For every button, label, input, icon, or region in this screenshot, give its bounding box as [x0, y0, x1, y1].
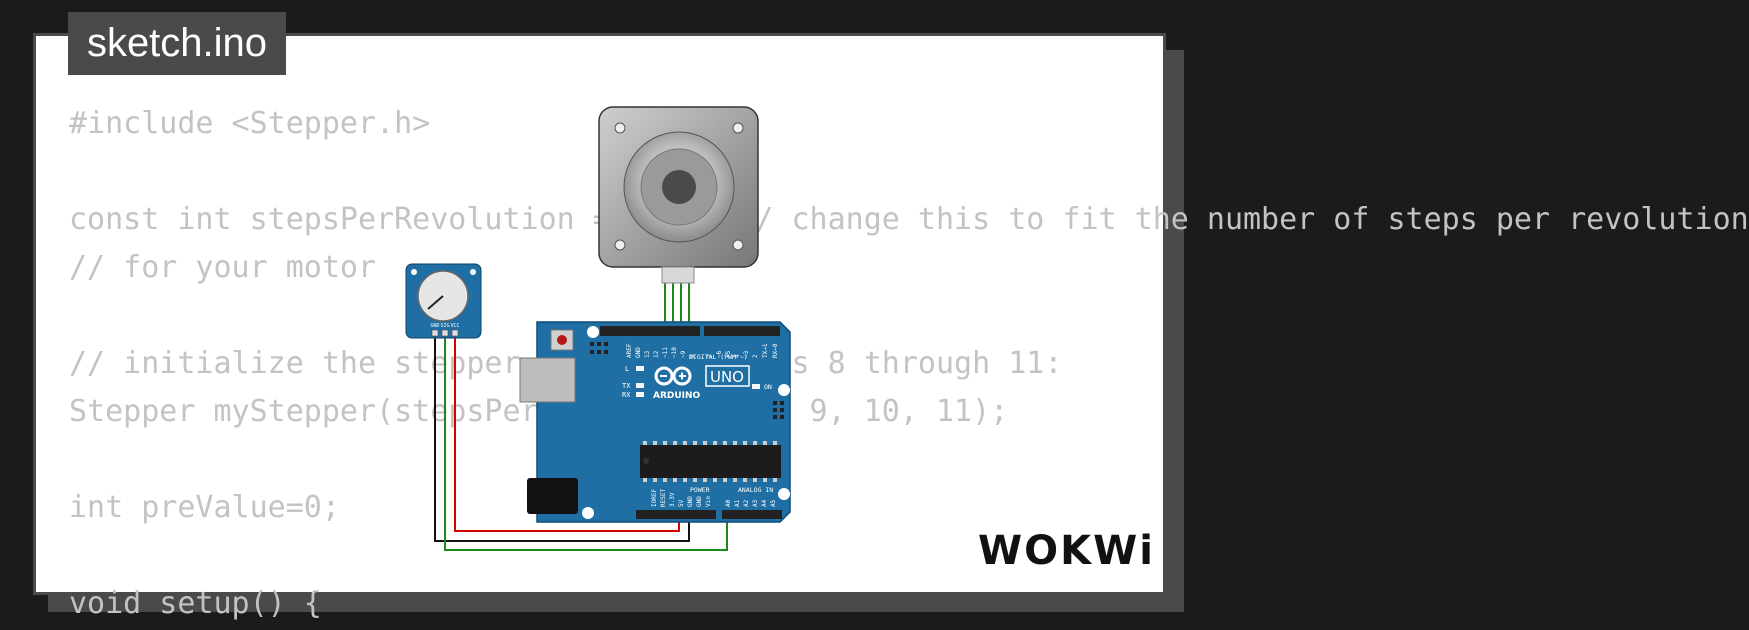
motor-mounting-hole	[614, 122, 626, 134]
motor-shaft	[662, 170, 696, 204]
board-mounting-hole	[587, 326, 599, 338]
digital-pin-label: ~9	[680, 350, 687, 358]
code-editor: #include <Stepper.h> const int stepsPerR…	[69, 100, 1749, 628]
analog-pin-label: A5	[770, 499, 777, 507]
circuit-diagram: GND SIG VCC AREF GND 13 12 ~11 ~10 ~9	[405, 106, 791, 551]
led-tx	[636, 383, 644, 388]
power-pin-label: 5V	[678, 499, 685, 507]
analog-pin-label: A2	[743, 499, 750, 507]
digital-pin-label: 8	[689, 354, 696, 358]
on-led	[752, 384, 760, 389]
potentiometer-pin-label: GND	[430, 323, 439, 329]
atmega-chip	[640, 441, 781, 482]
power-pin-label: Vin	[705, 496, 712, 507]
potentiometer-pin-label: VCC	[450, 323, 459, 329]
digital-header[interactable]	[704, 326, 780, 336]
digital-pin-label: ~11	[662, 347, 669, 358]
sketch-tab-title[interactable]: sketch.ino	[68, 12, 286, 75]
digital-header[interactable]	[600, 326, 700, 336]
code-line: int preValue=0;	[69, 490, 340, 525]
digital-pin-label: 13	[644, 350, 651, 358]
power-header-label: POWER	[690, 486, 710, 494]
model-badge-frame	[705, 365, 750, 387]
digital-pin-label: RX←0	[772, 343, 779, 358]
board-mounting-hole	[582, 507, 594, 519]
potentiometer-pin[interactable]	[431, 329, 439, 337]
board-mounting-hole	[778, 384, 790, 396]
arduino-logo-icon	[654, 366, 692, 386]
potentiometer[interactable]: GND SIG VCC	[405, 263, 482, 339]
motor-mounting-hole	[732, 122, 744, 134]
on-led-label: ON	[764, 383, 772, 391]
icsp2-header	[773, 401, 784, 419]
wire-gnd-black	[434, 336, 690, 542]
led-l	[636, 366, 644, 371]
digital-header-label: DIGITAL (PWM ~)	[689, 353, 748, 361]
digital-pin-labels: AREF GND 13 12 ~11 ~10 ~9 8 7 ~6 ~5 4 ~3…	[626, 343, 779, 358]
icsp-header	[590, 342, 608, 354]
wire-signal-green	[444, 336, 728, 551]
power-header[interactable]	[636, 510, 716, 519]
power-pin-label: RESET	[660, 489, 667, 507]
analog-pin-label: A1	[734, 499, 741, 507]
board-mounting-hole	[778, 488, 790, 500]
digital-pin-label: 7	[707, 354, 714, 358]
analog-pin-labels: A0 A1 A2 A3 A4 A5	[725, 499, 777, 507]
digital-pin-label: GND	[635, 347, 642, 358]
digital-pin-label: 12	[653, 350, 660, 358]
led-l-label: L	[625, 365, 629, 373]
code-line: void setup() {	[69, 586, 322, 621]
arduino-uno-board[interactable]: AREF GND 13 12 ~11 ~10 ~9 8 7 ~6 ~5 4 ~3…	[519, 321, 791, 523]
digital-pin-label: ~10	[671, 347, 678, 358]
digital-pin-label: TX→1	[762, 343, 769, 358]
wokwi-logo: WOKWi	[978, 528, 1155, 574]
board-brand-label: ARDUINO	[653, 391, 701, 401]
potentiometer-hole	[470, 269, 476, 275]
analog-header-label: ANALOG IN	[738, 486, 773, 494]
digital-pin-label: AREF	[626, 343, 633, 358]
power-pin-labels: IOREF RESET 3.3V 5V GND GND Vin	[651, 489, 712, 507]
potentiometer-pin[interactable]	[441, 329, 449, 337]
code-line: #include <Stepper.h>	[69, 106, 431, 141]
power-pin-label: IOREF	[651, 489, 658, 507]
digital-pin-label: ~3	[743, 350, 750, 358]
stepper-motor[interactable]	[598, 106, 759, 284]
led-tx-label: TX	[622, 382, 631, 390]
potentiometer-indicator	[427, 295, 444, 310]
power-jack	[527, 478, 578, 514]
potentiometer-pin[interactable]	[451, 329, 459, 337]
digital-pin-label: ~5	[725, 350, 732, 358]
code-line: // for your motor	[69, 250, 377, 285]
potentiometer-pin-label: SIG	[440, 323, 449, 329]
reset-button-cap[interactable]	[557, 335, 567, 345]
analog-pin-label: A0	[725, 499, 732, 507]
board-model-label: UNO	[710, 368, 744, 386]
power-pin-label: GND	[687, 496, 694, 507]
led-rx-label: RX	[622, 391, 631, 399]
digital-pin-label: ~6	[716, 350, 723, 358]
analog-pin-label: A4	[761, 499, 768, 507]
motor-mounting-hole	[614, 239, 626, 251]
usb-connector	[519, 357, 576, 403]
digital-pin-label: 4	[734, 354, 741, 358]
motor-connector	[661, 266, 695, 284]
digital-pin-label: 2	[752, 354, 759, 358]
potentiometer-hole	[411, 269, 417, 275]
analog-header[interactable]	[722, 510, 782, 519]
motor-mounting-hole	[732, 239, 744, 251]
power-pin-label: GND	[696, 496, 703, 507]
analog-pin-label: A3	[752, 499, 759, 507]
power-pin-label: 3.3V	[669, 492, 676, 507]
led-rx	[636, 392, 644, 397]
